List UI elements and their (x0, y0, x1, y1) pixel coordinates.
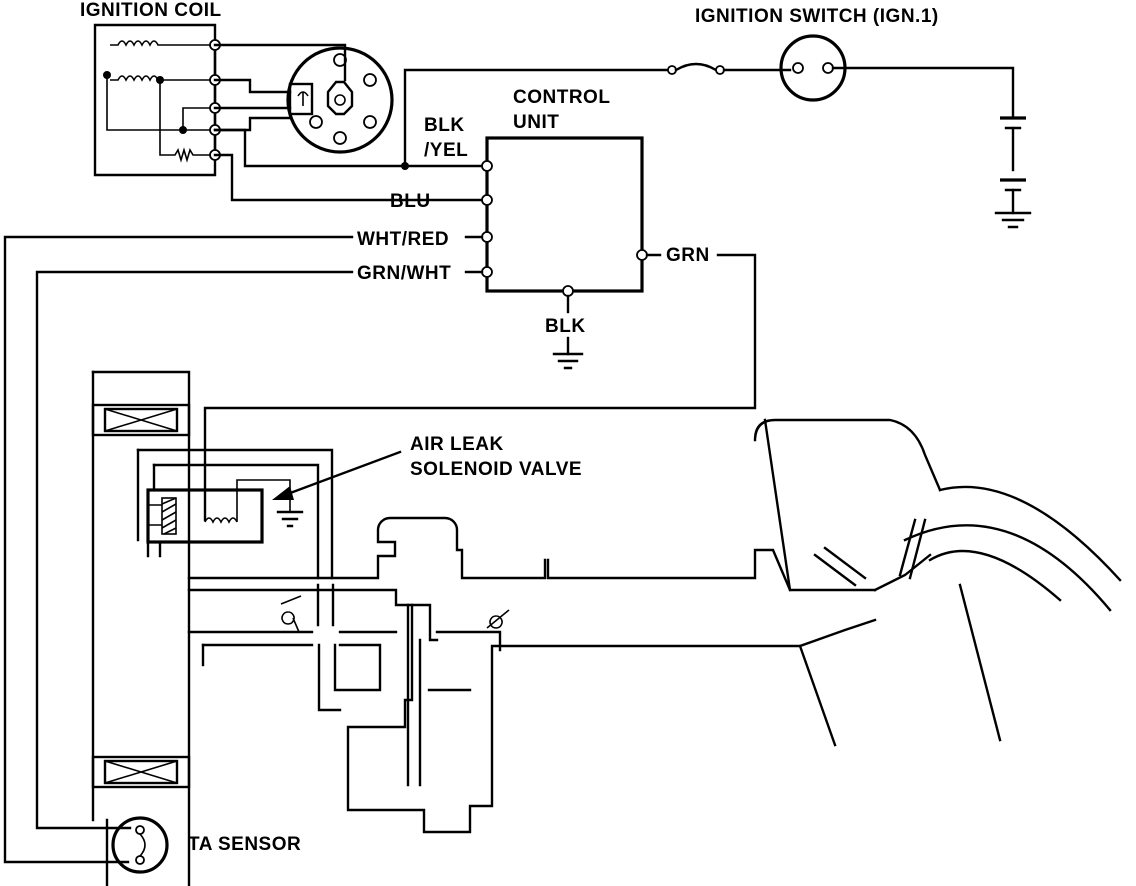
grn-label: GRN (666, 245, 710, 266)
signal-wires (3, 235, 757, 864)
blk-yel-label-line1: BLK (424, 115, 465, 136)
ignition-coil: IGNITION COIL (80, 0, 489, 202)
ignition-switch-label: IGNITION SWITCH (IGN.1) (695, 6, 939, 27)
control-unit-label-line1: CONTROL (513, 87, 610, 108)
grn-wht-label: GRN/WHT (357, 263, 451, 284)
intake-manifold (187, 418, 1122, 834)
air-leak-solenoid-valve: AIR LEAK SOLENOID VALVE (136, 434, 582, 580)
control-unit: CONTROL UNIT BLK /YEL BLU BLK GRN WHT/RE… (357, 87, 710, 370)
air-leak-label-line2: SOLENOID VALVE (410, 459, 582, 480)
blk-label: BLK (545, 316, 586, 337)
ta-sensor-label: TA SENSOR (188, 834, 301, 855)
control-unit-label-line2: UNIT (513, 112, 559, 133)
air-leak-label-line1: AIR LEAK (410, 434, 504, 455)
wht-red-label: WHT/RED (357, 229, 449, 250)
ta-sensor-assembly: TA SENSOR (91, 370, 301, 886)
blu-label: BLU (390, 191, 431, 212)
blk-yel-label-line2: /YEL (424, 140, 468, 161)
ignition-coil-label: IGNITION COIL (80, 0, 222, 21)
ignition-switch-circuit: IGNITION SWITCH (IGN.1) (403, 6, 1032, 229)
